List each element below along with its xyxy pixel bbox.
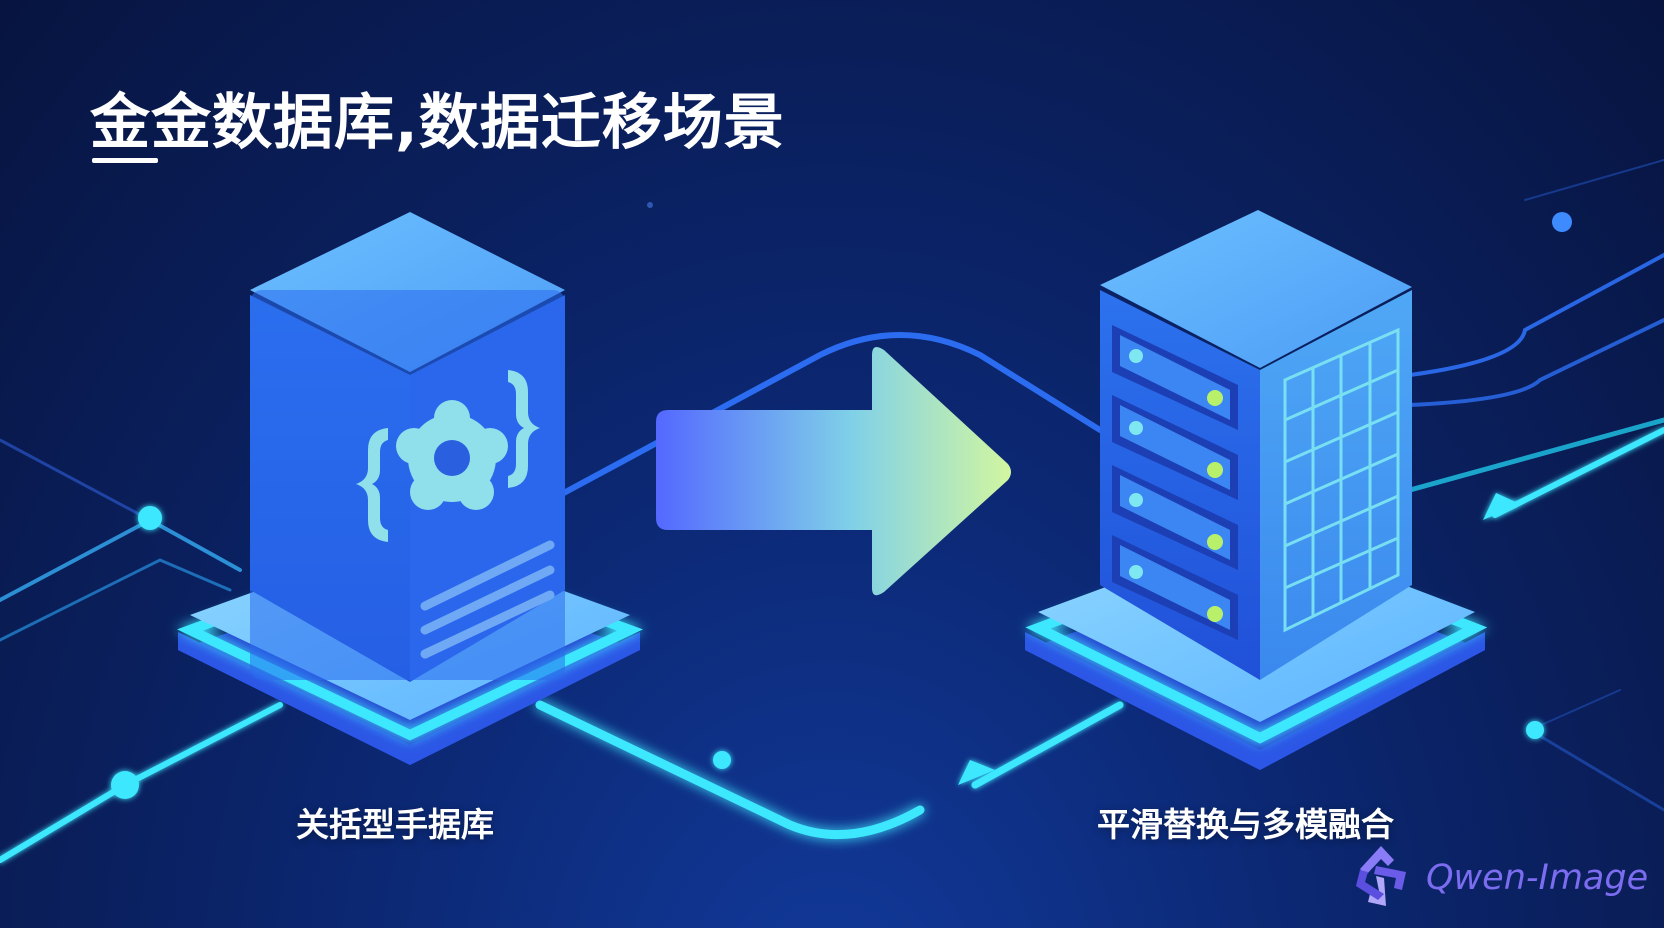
circuit-line-bottom-center [535, 700, 925, 840]
node-dot [1552, 212, 1572, 232]
drive-unit [1112, 325, 1238, 430]
watermark-text: Qwen-Image [1426, 858, 1649, 898]
circuit-line-bottom-left [0, 702, 283, 863]
document-lines [420, 540, 555, 659]
circuit-line-center-loop [557, 332, 1103, 498]
circuit-lines [0, 159, 1664, 863]
migration-arrow-icon [656, 346, 1011, 596]
node-dot [138, 506, 162, 530]
circuit-line-right-mid [1408, 318, 1664, 407]
drive-unit [1112, 535, 1238, 640]
circuit-line-right-arrow [1492, 427, 1664, 518]
circuit-line-bottom-right [971, 701, 1124, 789]
circuit-line-left-low [0, 558, 232, 642]
circuit-line-right-bottom2 [1529, 689, 1621, 731]
grid-panel [1283, 327, 1400, 633]
page-title: 金金数据库,数据迁移场景 [90, 88, 785, 158]
qwen-logo-icon [1356, 846, 1406, 906]
node-dot [647, 202, 653, 208]
source-database-server [177, 212, 643, 765]
circuit-line-right-bottom [1528, 728, 1664, 812]
title-underline [92, 158, 158, 163]
drive-unit [1112, 395, 1238, 500]
node-dot [1526, 721, 1544, 739]
server-drive-units [1112, 325, 1238, 640]
circuit-nodes [111, 202, 1572, 799]
circuit-line-right-top [1408, 253, 1664, 377]
source-database-label: 关括型手据库 [296, 805, 494, 844]
target-database-server [1025, 210, 1488, 770]
watermark: Qwen-Image [1346, 842, 1649, 912]
target-box-top [1100, 210, 1412, 368]
node-dot [713, 751, 731, 769]
circuit-line-left-upper [0, 438, 152, 522]
target-database-label: 平滑替换与多模融合 [1097, 805, 1394, 844]
circuit-line-left-mid [0, 517, 242, 602]
arrowhead-small-icon [958, 760, 995, 785]
arrowhead-small-icon [1483, 493, 1520, 520]
circuit-line-right-faint [1524, 159, 1664, 201]
node-dot [111, 771, 139, 799]
drive-unit [1112, 465, 1238, 570]
source-box-face [250, 290, 565, 680]
code-gear-icon [356, 370, 540, 542]
circuit-line-right-teal [1407, 417, 1664, 493]
